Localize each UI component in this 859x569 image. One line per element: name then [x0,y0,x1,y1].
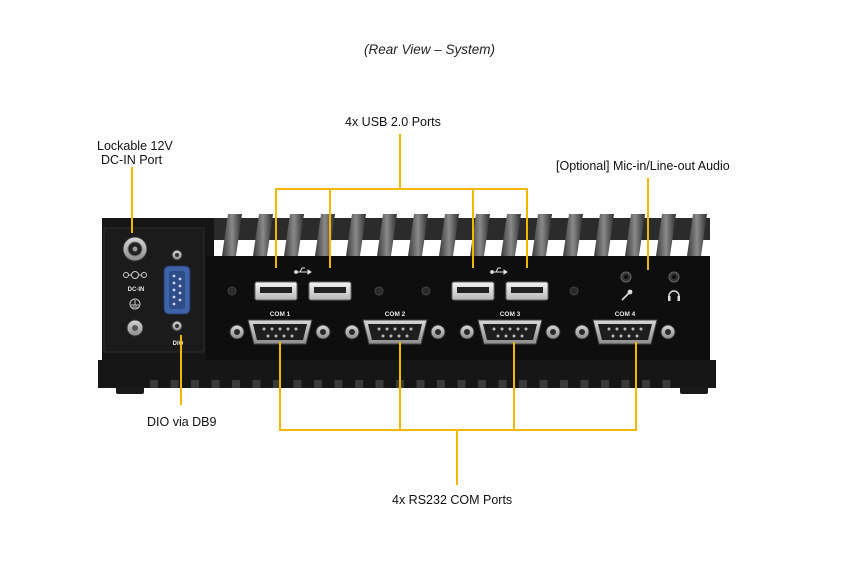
usb-icon [294,267,312,275]
bottom-fin [314,380,322,388]
bottom-fin [252,380,261,388]
heatsink-fin [625,214,645,256]
usb-port-4 [505,281,549,301]
bottom-fin [662,380,671,388]
usb-icon [490,267,508,275]
bottom-fin [334,380,343,388]
bottom-fin [642,380,650,388]
page-title: (Rear View – System) [363,42,496,57]
dc-in-panel-label: DC-IN [128,287,145,293]
bottom-fin [560,380,568,388]
heatsink-fin [656,214,676,256]
bottom-fin [150,380,158,388]
callout-lines [131,134,649,485]
heatsink-fin [408,214,428,256]
heatsink-fin [532,214,552,256]
com-panel-label-1: COM 1 [270,311,291,318]
usb-port-2 [308,281,352,301]
ground-icon [129,298,141,310]
com-callout-label: 4x RS232 COM Ports [392,493,513,507]
com-port-1 [229,319,331,345]
bottom-fin [416,380,425,388]
com-panel-label-4: COM 4 [615,311,636,318]
heatsink-fin [687,214,707,256]
bottom-fin [457,380,466,388]
heatsink-fin [222,214,242,256]
usb-port-1 [254,281,298,301]
com-port-2 [344,319,446,345]
mic-in-jack [620,271,632,283]
usb-callout-bracket-inner [329,188,474,268]
heatsink-fin [501,214,521,256]
dc-in-callout-label-line2: DC-IN Port [101,153,163,167]
heatsink-fin [284,214,304,256]
audio-callout-label: [Optional] Mic-in/Line-out Audio [556,159,730,173]
bottom-fin [437,380,445,388]
com-panel-label-2: COM 2 [385,311,406,318]
bottom-fin [191,380,199,388]
heatsink-fin [346,214,366,256]
top-heatsink-fins [214,214,710,256]
dc-polarity-icon [123,271,147,279]
bottom-fin [293,380,302,388]
bottom-fin [601,380,609,388]
bottom-fin [519,380,527,388]
heatsink-fin [594,214,614,256]
dc-in-callout-label-line1: Lockable 12V [97,139,173,153]
heatsink-fin [563,214,583,256]
bottom-fin [232,380,240,388]
dc-in-port [122,236,148,262]
dio-callout-label: DIO via DB9 [147,415,217,429]
headphone-icon [668,290,680,301]
bottom-fin [355,380,363,388]
mic-icon [621,289,633,301]
com-panel-label-3: COM 3 [500,311,521,318]
ground-screw [126,319,144,337]
usb-callout-label: 4x USB 2.0 Ports [345,115,441,129]
bottom-fin [621,380,630,388]
chassis [98,218,716,388]
bottom-fin [580,380,589,388]
heatsink-fin [470,214,490,256]
com-port-3 [459,319,561,345]
dio-panel-label: DIO [173,341,184,347]
line-out-jack [668,271,680,283]
heatsink-fin [377,214,397,256]
heatsink-fin [439,214,459,256]
bottom-fin [211,380,220,388]
bottom-fin [498,380,507,388]
usb-port-3 [451,281,495,301]
bottom-fin [539,380,548,388]
bottom-fin [375,380,384,388]
heatsink-fin [253,214,273,256]
bottom-fin [170,380,179,388]
bottom-fin [478,380,486,388]
dio-db9-port [163,249,191,332]
bottom-fin [273,380,281,388]
com-port-4 [574,319,676,345]
